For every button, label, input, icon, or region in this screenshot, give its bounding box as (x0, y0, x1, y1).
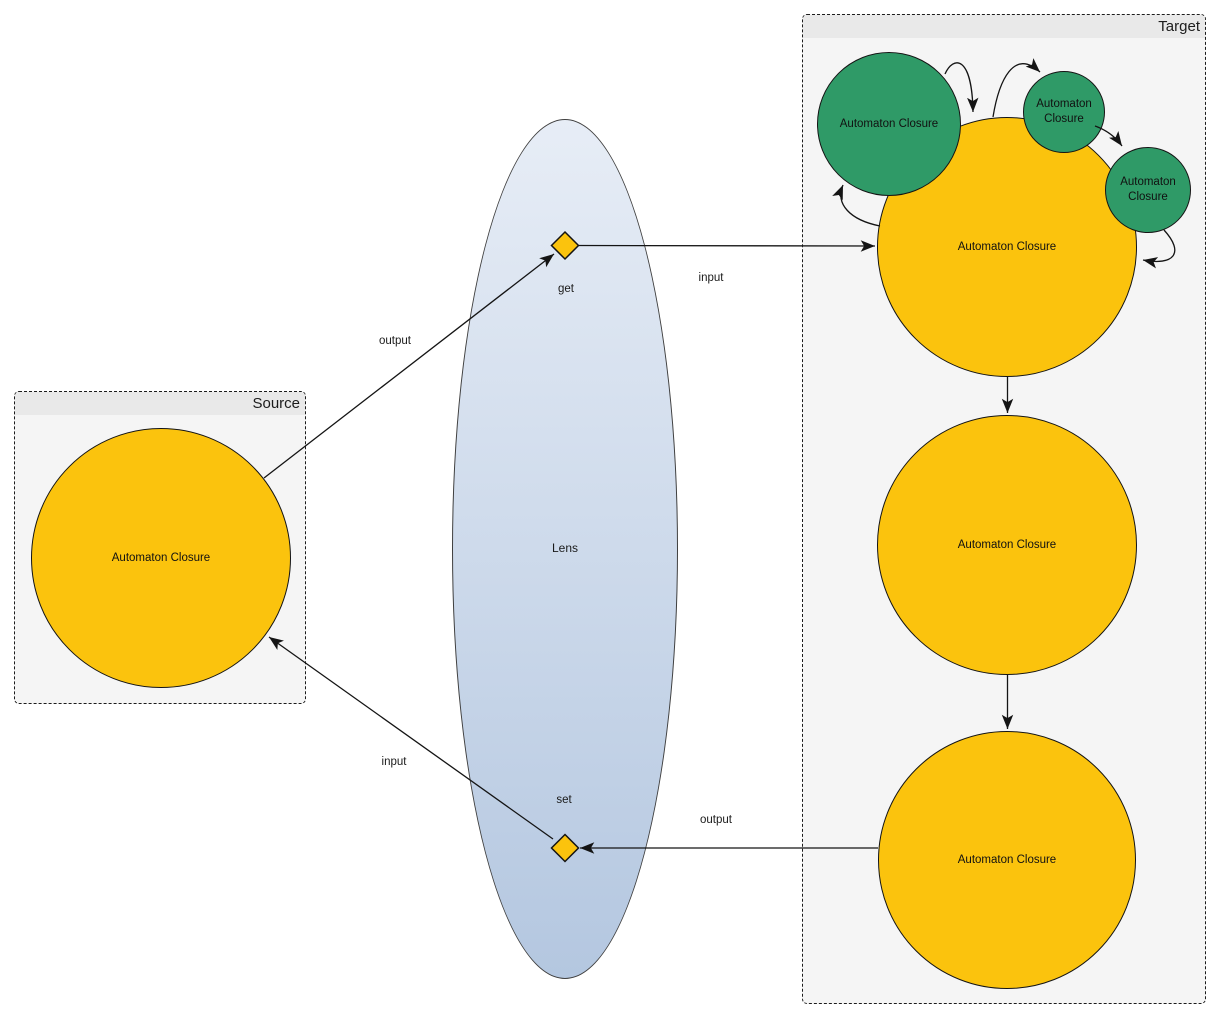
edge-green-small-2-to-top (1142, 229, 1176, 269)
target-automaton-closure-bottom: Automaton Closure (878, 731, 1136, 989)
edge-source-to-get (263, 253, 555, 479)
edge-green-large-to-top (944, 62, 979, 113)
target-group-title: Target (1158, 18, 1200, 35)
edge-set-to-source (268, 636, 554, 840)
edge-label-output-target-to-set: output (700, 814, 732, 826)
edge-get-to-target-top (578, 240, 876, 252)
get-diamond (550, 230, 580, 261)
lens-label: Lens (551, 541, 579, 555)
source-automaton-closure-node: Automaton Closure (31, 428, 291, 688)
edge-label-input-set-to-source: input (381, 756, 407, 768)
target-green-automaton-closure-small-1: Automaton Closure (1023, 71, 1105, 153)
edge-top-to-green-large (832, 184, 881, 227)
target-green-automaton-closure-large: Automaton Closure (817, 52, 961, 196)
edge-green-small-1-to-green-small-2 (1094, 125, 1123, 147)
node-label: Automaton Closure (957, 853, 1057, 866)
source-group-titlebar: Source (15, 392, 305, 415)
set-diamond (550, 833, 580, 863)
edge-label-input-get-to-target: input (698, 272, 724, 284)
target-automaton-closure-middle: Automaton Closure (877, 415, 1137, 675)
node-label: Automaton Closure (957, 240, 1057, 253)
source-group-title: Source (252, 395, 300, 412)
node-label: Automaton Closure (1036, 98, 1092, 125)
node-label: Automaton Closure (111, 551, 211, 564)
node-label: Automaton Closure (957, 538, 1057, 551)
get-label: get (558, 283, 574, 295)
edge-top-to-green-small-1 (992, 58, 1041, 118)
set-label: set (556, 794, 572, 806)
target-green-automaton-closure-small-2: Automaton Closure (1105, 147, 1191, 233)
node-label: Automaton Closure (1120, 176, 1176, 203)
edge-label-output-source-to-get: output (379, 335, 411, 347)
target-group-titlebar: Target (803, 15, 1205, 38)
node-label: Automaton Closure (839, 117, 939, 130)
